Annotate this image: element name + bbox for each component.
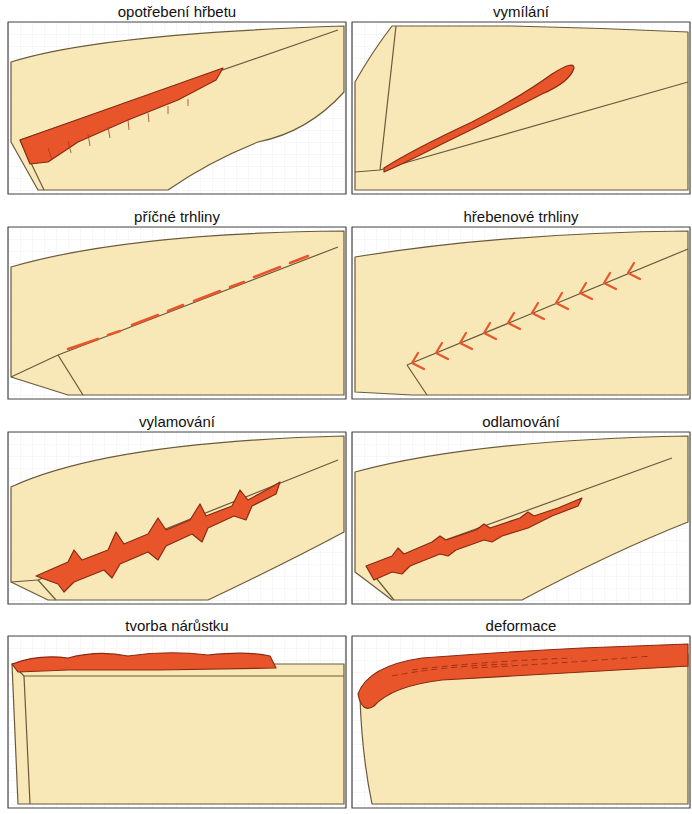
- chipping-figure: [8, 432, 346, 604]
- panel-title-text: tvorba nárůstku: [122, 617, 231, 634]
- wear-panel: hřebenové trhliny: [352, 207, 690, 399]
- panel-title-text: deformace: [483, 617, 560, 634]
- panel-title: opotřebení hřbetu: [8, 2, 346, 21]
- built-up-edge-figure: [8, 636, 346, 808]
- wear-panel: opotřebení hřbetu: [8, 2, 346, 194]
- flank-wear-figure: [8, 22, 346, 194]
- wear-panel: tvorba nárůstku: [8, 616, 346, 808]
- wear-panel: vylamování: [8, 412, 346, 604]
- panel-title-text: opotřebení hřbetu: [115, 3, 239, 20]
- panel-title: vymílání: [352, 2, 690, 21]
- transverse-cracks-figure: [8, 227, 346, 399]
- panel-title-text: vymílání: [490, 3, 552, 20]
- wear-panel: vymílání: [352, 2, 690, 194]
- crater-wear-figure: [352, 22, 690, 194]
- panel-title: příčné trhliny: [8, 207, 346, 226]
- breakage-figure: [352, 432, 690, 604]
- panel-title-text: hřebenové trhliny: [460, 208, 581, 225]
- panel-title: deformace: [352, 616, 690, 635]
- wear-panel: příčné trhliny: [8, 207, 346, 399]
- panel-title: odlamování: [352, 412, 690, 431]
- comb-cracks-figure: [352, 227, 690, 399]
- panel-title-text: vylamování: [136, 413, 218, 430]
- wear-panel: odlamování: [352, 412, 690, 604]
- panel-title: tvorba nárůstku: [8, 616, 346, 635]
- panel-title: vylamování: [8, 412, 346, 431]
- wear-panel: deformace: [352, 616, 690, 808]
- panel-title-text: příčné trhliny: [131, 208, 223, 225]
- panel-title-text: odlamování: [479, 413, 563, 430]
- deformation-figure: [352, 636, 690, 808]
- panel-title: hřebenové trhliny: [352, 207, 690, 226]
